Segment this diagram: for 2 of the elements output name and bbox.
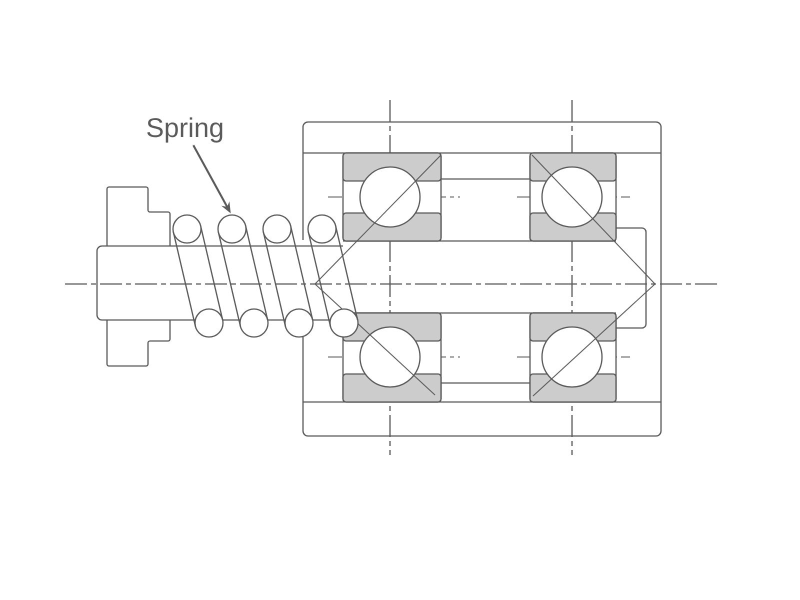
part-label: Spring: [147, 117, 222, 143]
spring-drawing: [172, 214, 359, 338]
